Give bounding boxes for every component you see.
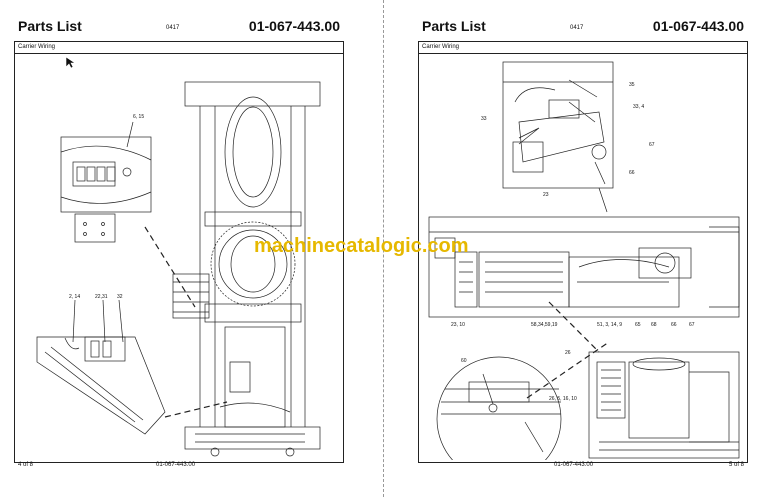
footer-page-number: 4 of 8 <box>18 462 34 468</box>
callout-label: 60 <box>461 358 467 364</box>
page-title: Parts List <box>18 18 82 34</box>
callout-label: 33, 4 <box>633 104 644 110</box>
callout-label: 65 <box>635 322 641 328</box>
footer-page-number: 5 of 8 <box>728 462 744 468</box>
right-page: Parts List 0417 01-067-443.00 Carrier Wi… <box>418 14 748 484</box>
left-page: Parts List 0417 01-067-443.00 Carrier Wi… <box>14 14 344 484</box>
callout-label: 68 <box>651 322 657 328</box>
callout-label: 35 <box>629 82 635 88</box>
callout-label: 51, 3, 14, 9 <box>597 322 622 328</box>
callout-label: 6, 15 <box>133 114 144 120</box>
callout-label: 66 <box>671 322 677 328</box>
mouse-cursor-icon <box>65 56 76 69</box>
page-title: Parts List <box>422 18 486 34</box>
revision-code: 0417 <box>166 25 180 31</box>
callout-label: 2, 14 <box>69 294 80 300</box>
callout-label: 33 <box>481 116 487 122</box>
callout-label: 26, 5, 16, 10 <box>549 396 577 402</box>
carrier-wiring-drawing-right: 35 33 33, 4 67 66 23 23, 10 58,34,59,19 … <box>428 61 740 460</box>
subtitle-rule <box>15 53 343 54</box>
page-divider <box>383 0 384 497</box>
drawing-frame: Carrier Wiring <box>418 41 748 463</box>
drawing-frame: Carrier Wiring <box>14 41 344 463</box>
callout-label: 58,34,59,19 <box>531 322 558 328</box>
callout-label: 67 <box>689 322 695 328</box>
document-number: 01-067-443.00 <box>652 18 744 34</box>
drawing-subtitle: Carrier Wiring <box>18 44 56 50</box>
callout-label: 23, 10 <box>451 322 465 328</box>
callout-label: 67 <box>649 142 655 148</box>
drawing-subtitle: Carrier Wiring <box>422 44 460 50</box>
callout-label: 22,31 <box>95 294 108 300</box>
document-number: 01-067-443.00 <box>248 18 340 34</box>
footer-document-number: 01-067-443.00 <box>554 462 594 468</box>
footer-document-number: 01-067-443.00 <box>156 462 196 468</box>
callout-label: 26 <box>565 350 571 356</box>
callout-label: 32 <box>117 294 123 300</box>
revision-code: 0417 <box>570 25 584 31</box>
carrier-wiring-drawing-left: 6, 15 2, 14 22,31 32 <box>36 81 321 457</box>
callout-label: 23 <box>543 192 549 198</box>
watermark-text: machinecatalogic.com <box>254 235 469 257</box>
callout-label: 66 <box>629 170 635 176</box>
subtitle-rule <box>419 53 747 54</box>
